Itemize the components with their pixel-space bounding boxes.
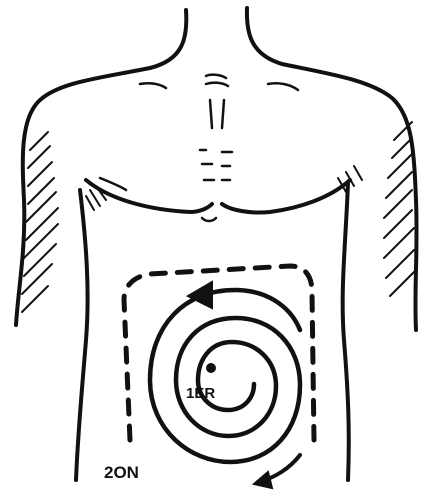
spiral-path-step-one: [150, 282, 300, 462]
label-step-one: 1ER: [186, 385, 215, 402]
shading-hatch: [22, 122, 414, 312]
navel-dot: [206, 363, 216, 373]
dashed-path-step-two: [124, 266, 314, 488]
arrowhead-bottom-tip: [254, 472, 272, 488]
arrowhead-top: [188, 282, 212, 308]
chest-details: [86, 75, 350, 221]
label-step-two: 2ON: [104, 463, 139, 482]
